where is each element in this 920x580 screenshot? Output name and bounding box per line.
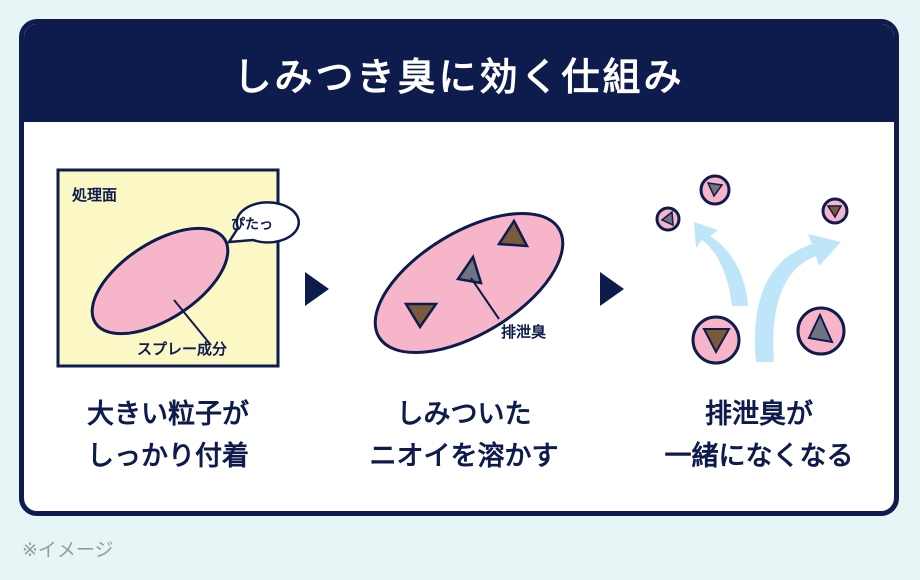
released-odor-triangle [807, 312, 834, 344]
mechanism-card: しみつき臭に効く仕組み 処理面 スプレー成分 ぴたっ 排泄臭 [19, 19, 899, 516]
odor-triangle-brown-1 [403, 302, 439, 330]
bubble-text: ぴたっ [231, 217, 273, 233]
footnote: ※イメージ [22, 539, 114, 561]
released-odor-triangle [660, 210, 674, 227]
rising-arrow-left [694, 222, 748, 306]
step3-caption: 排泄臭が 一緒になくなる [629, 394, 889, 478]
mechanism-diagram: 処理面 スプレー成分 ぴたっ 排泄臭 [56, 168, 849, 368]
dissolving-particle [373, 211, 565, 355]
released-odor-triangle [702, 328, 731, 355]
particle-label: スプレー成分 [137, 340, 227, 358]
step2-caption-line: ニオイを溶かす [369, 441, 559, 472]
spray-particle [90, 226, 230, 336]
step2-caption-line: しみついた [396, 399, 532, 430]
step2-caption: しみついた ニオイを溶かす [334, 394, 594, 478]
step3-caption-line: 排泄臭が [705, 399, 813, 430]
step3-caption-line: 一緒になくなる [664, 441, 854, 472]
odor-triangle-gray [455, 254, 483, 285]
rising-arrow-right [754, 234, 841, 362]
step1-caption-line: 大きい粒子が [87, 399, 249, 430]
header-title: しみつき臭に効く仕組み [24, 24, 894, 122]
step-arrow-1 [305, 272, 329, 306]
released-odor-triangle [706, 182, 724, 198]
step1-caption-line: しっかり付着 [87, 441, 249, 472]
speech-bubble [226, 201, 301, 244]
released-odor-triangle [826, 205, 843, 219]
step-arrow-2 [600, 272, 624, 306]
step1-caption: 大きい粒子が しっかり付着 [38, 394, 298, 478]
odor-leader-line [470, 277, 500, 320]
surface-label: 処理面 [71, 186, 117, 204]
odor-triangle-brown-2 [496, 218, 530, 248]
treated-surface [56, 168, 280, 368]
odor-label: 排泄臭 [501, 323, 546, 341]
particle-leader-line [173, 299, 211, 345]
